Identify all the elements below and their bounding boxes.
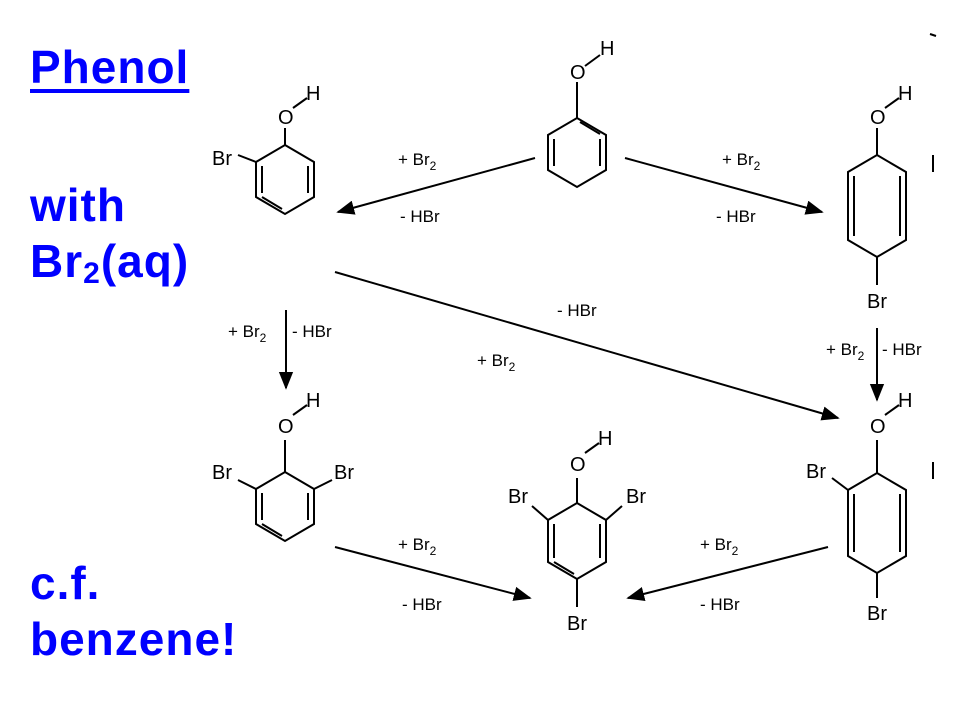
label-minus-hbr-top-right: - HBr: [716, 207, 756, 226]
label-minus-hbr-right: - HBr: [882, 340, 922, 359]
subtitle-with: with: [30, 179, 126, 231]
slide-title: Phenol: [30, 41, 190, 93]
2-bromophenol-oxygen: O: [278, 107, 294, 129]
phenol-oxygen: O: [570, 62, 586, 84]
label-add-br2-bottom-right: + Br2: [700, 535, 739, 558]
4-bromophenol-bromine: Br: [867, 291, 887, 313]
label-add-br2-right: + Br2: [826, 340, 865, 363]
2,4-dibromophenol-bromine-para: Br: [867, 603, 887, 625]
4-bromophenol-molecule: O H Br: [847, 83, 912, 313]
note-cf: c.f.: [30, 557, 101, 609]
label-add-br2-top-left: + Br2: [398, 150, 437, 173]
4-bromophenol-oxygen: O: [870, 107, 886, 129]
4-bromophenol-hydrogen: H: [898, 83, 912, 105]
label-minus-hbr-top-left: - HBr: [400, 207, 440, 226]
label-add-br2-left: + Br2: [228, 322, 267, 345]
reagent-formula: Br2(aq): [30, 234, 189, 291]
2,6-dibromophenol-bromine-right: Br: [334, 462, 354, 484]
arrow-phenol-to-2-bromophenol: [336, 157, 536, 215]
note-benzene: benzene!: [30, 613, 238, 665]
label-minus-hbr-left: - HBr: [292, 322, 332, 341]
tribromophenol-bromine-bottom: Br: [567, 613, 587, 635]
edge-mark-top: [929, 33, 937, 37]
2,6-dibromophenol-oxygen: O: [278, 416, 294, 438]
2,4-dibromophenol-molecule: O H Br Br: [806, 390, 912, 625]
2,4-dibromophenol-oxygen: O: [870, 416, 886, 438]
arrow-2-bromophenol-to-2,4-dibromophenol: [334, 271, 840, 421]
tribromophenol-bromine-left: Br: [508, 486, 528, 508]
label-minus-hbr-diagonal: - HBr: [557, 301, 597, 320]
reagent-tail: (aq): [100, 235, 190, 287]
reagent-main: Br: [30, 235, 84, 287]
arrow-2,4-dibromophenol-to-tribromophenol: [626, 546, 829, 601]
phenol-hydrogen: H: [600, 38, 614, 60]
2,4,6-tribromophenol-molecule: O H Br Br Br: [508, 428, 646, 635]
tribromophenol-hydrogen: H: [598, 428, 612, 450]
arrow-2,6-dibromophenol-to-tribromophenol: [334, 546, 532, 601]
2-bromophenol-molecule: O H Br: [212, 83, 320, 216]
2,4-dibromophenol-bromine-ortho: Br: [806, 461, 826, 483]
2-bromophenol-hydrogen: H: [306, 83, 320, 105]
2,4-dibromophenol-hydrogen: H: [898, 390, 912, 412]
2,6-dibromophenol-hydrogen: H: [306, 390, 320, 412]
reagent-subscript: 2: [83, 257, 101, 290]
tribromophenol-oxygen: O: [570, 454, 586, 476]
label-minus-hbr-bottom-left: - HBr: [402, 595, 442, 614]
phenol-molecule: O H: [547, 38, 614, 189]
label-add-br2-top-right: + Br2: [722, 150, 761, 173]
tribromophenol-bromine-right: Br: [626, 486, 646, 508]
2,6-dibromophenol-bromine-left: Br: [212, 462, 232, 484]
arrow-phenol-to-4-bromophenol: [624, 157, 824, 215]
label-add-br2-diagonal: + Br2: [477, 351, 516, 374]
2-bromophenol-bromine: Br: [212, 148, 232, 170]
label-add-br2-bottom-left: + Br2: [398, 535, 437, 558]
label-minus-hbr-bottom-right: - HBr: [700, 595, 740, 614]
2,6-dibromophenol-molecule: O H Br Br: [212, 390, 354, 543]
